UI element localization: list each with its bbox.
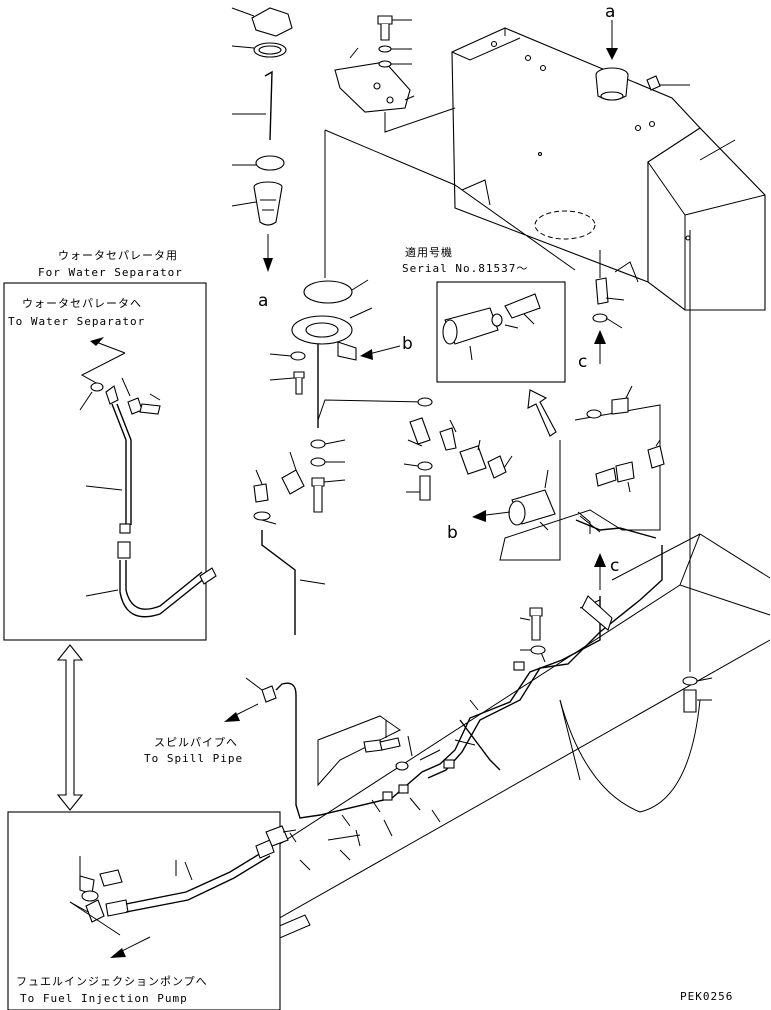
arrow-b-mid-icon	[360, 345, 401, 360]
arrow-a-top-icon	[606, 20, 618, 60]
tank-bracket	[334, 15, 456, 133]
fastener-set	[269, 351, 346, 513]
callout-c-right: c	[578, 352, 587, 372]
water-separator-box	[3, 282, 207, 641]
spill-pipe-arrow-icon	[224, 703, 259, 722]
water-sep-to-en: To Water Separator	[8, 315, 145, 328]
arrow-b-low-icon	[472, 510, 511, 522]
injection-pump-box	[7, 811, 281, 1010]
serial-label-jp: 適用号機	[405, 245, 453, 259]
drawing-code: PEK0256	[680, 990, 733, 1003]
water-sep-header-en: For Water Separator	[38, 266, 183, 279]
callout-b-low: b	[447, 523, 458, 543]
frame-bolts	[245, 607, 713, 771]
pump-arrow-icon	[110, 936, 151, 958]
water-sep-to-jp: ウォータセパレータへ	[22, 297, 142, 310]
arrow-c-low-icon	[594, 553, 606, 590]
arrow-c-right-icon	[594, 330, 606, 364]
serial-label-en: Serial No.81537～	[402, 262, 528, 275]
spill-pipe-label-en: To Spill Pipe	[144, 752, 243, 765]
serial-inset-box	[436, 281, 566, 383]
pump-label-en: To Fuel Injection Pump	[20, 992, 188, 1005]
callout-a-top: a	[605, 2, 615, 22]
double-arrow-icon	[56, 644, 84, 811]
callout-a-left: a	[258, 291, 268, 311]
callout-b-mid: b	[402, 334, 413, 354]
elbow-fitting	[253, 451, 326, 635]
callout-c-low: c	[610, 556, 619, 576]
fuel-filter-assembly	[499, 385, 665, 561]
open-arrow-icon	[527, 389, 557, 437]
fuel-pipes	[275, 519, 663, 841]
spill-pipe-label-jp: スピルパイプへ	[154, 736, 238, 749]
pump-label-jp: フュエルインジェクションポンプへ	[16, 975, 208, 988]
water-sep-header-jp: ウォータセパレータ用	[58, 249, 178, 262]
center-fittings	[403, 397, 513, 501]
injection-pump-hose	[69, 825, 297, 936]
drain-valve	[592, 250, 625, 329]
filler-cap-stack	[231, 7, 293, 272]
fuel-sender-unit	[291, 279, 373, 428]
fuel-tank	[451, 27, 766, 311]
water-separator-hose	[79, 337, 217, 618]
